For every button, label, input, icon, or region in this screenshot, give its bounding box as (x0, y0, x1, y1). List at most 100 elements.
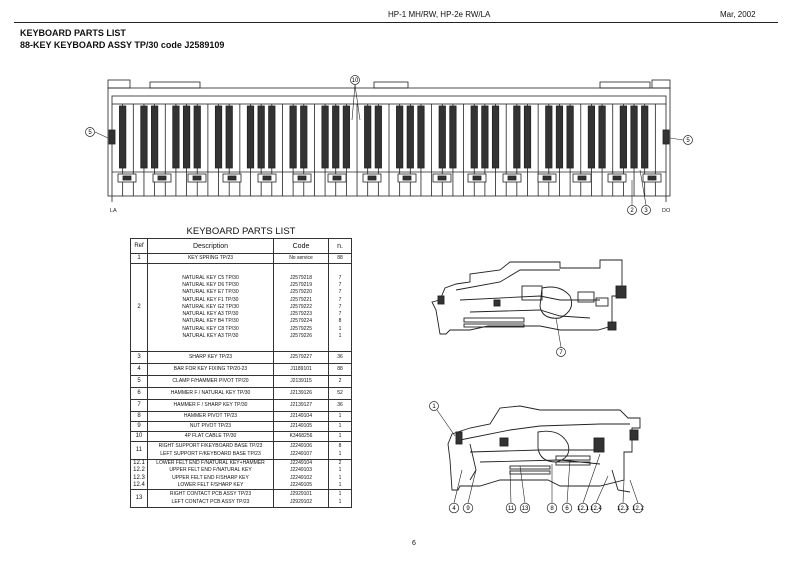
callout-12-4: 12.4 (590, 475, 609, 514)
quantity-cell-line: 1 (338, 491, 342, 498)
callout-12-3-label: 12.3 (617, 506, 629, 512)
code-cell-line: J2249106 (290, 443, 312, 450)
description-cell-line: NATURAL KEY C5 TP/30 (182, 274, 239, 281)
quantity-cell-line: 2 (338, 460, 342, 466)
description-cell-line: NATURAL KEY C8 TP/30 (182, 325, 239, 332)
callout-5-left: 5 (85, 127, 109, 139)
callout-3: 3 (639, 169, 651, 215)
header-rule (14, 22, 778, 23)
quantity-cell-line: 1 (338, 498, 342, 505)
description-cell-line: LEFT CONTACT PCB ASSY TP/23 (171, 498, 250, 505)
keyboard-label-left: LA (110, 208, 117, 214)
code-cell-line: J2579226 (290, 333, 312, 340)
callout-1: 1 (429, 401, 456, 437)
page-number: 6 (412, 540, 416, 547)
description-cell-line: RIGHT CONTACT PCB ASSY TP/23 (169, 491, 252, 498)
code-cell-line: No service (289, 254, 313, 261)
description-cell-line: NUT PIVOT TP/23 (189, 422, 232, 429)
quantity-cell-line: 2 (338, 377, 342, 384)
code-cell-line: K3468256 (289, 432, 313, 439)
ref-cell-line: 2 (137, 303, 141, 310)
header-date: Mar, 2002 (720, 10, 756, 19)
callout-12-3: 12.3 (617, 479, 629, 514)
svg-text:1: 1 (432, 404, 436, 410)
code-cell-line: J2579219 (290, 281, 312, 288)
callout-12-2-label: 12.2 (632, 506, 644, 512)
callout-11-label: 11 (508, 506, 515, 512)
description-cell-line: HAMMER PIVOT TP/23 (183, 412, 238, 419)
ref-cell-line: 10 (135, 432, 143, 439)
callout-6-label: 6 (565, 506, 569, 512)
code-cell-line: J2249105 (290, 481, 312, 488)
callout-8: 8 (546, 464, 558, 514)
quantity-cell-line: 7 (338, 303, 342, 310)
ref-cell-line: 1 (137, 254, 141, 261)
code-cell-line: J2579223 (290, 311, 312, 318)
code-cell-line: J2149105 (290, 422, 312, 429)
quantity-cell-line: 7 (338, 281, 342, 288)
quantity-cell-line: 88 (337, 365, 343, 372)
ref-cell-line: 12.3 (133, 474, 145, 481)
quantity-cell-line: 8 (338, 443, 342, 450)
description-cell-line: RIGHT SUPPORT F/KEYBOARD BASE TP/23 (158, 443, 263, 450)
svg-text:7: 7 (559, 350, 563, 356)
ref-cell-line: 6 (137, 389, 141, 396)
code-cell-line: J2929102 (290, 498, 312, 505)
svg-text:5: 5 (88, 130, 92, 136)
description-cell-line: KEY SPRING TP/23 (187, 254, 234, 261)
description-cell-line: NATURAL KEY D6 TP/30 (182, 281, 239, 288)
quantity-cell-line: 1 (338, 467, 342, 474)
quantity-cell-line: 7 (338, 296, 342, 303)
callout-8-label: 8 (550, 506, 554, 512)
description-cell: LOWER FELT END F/NATURAL KEY+HAMMER UPPER… (147, 458, 274, 491)
description-cell-line: CLAMP F/HAMMER PIVOT TP/20 (172, 377, 249, 384)
code-cell-line: J2249107 (290, 450, 312, 457)
quantity-cell-line: 7 (338, 311, 342, 318)
description-cell-line: NATURAL KEY B4 TP/30 (182, 318, 239, 325)
quantity-cell-line: 1 (338, 333, 342, 340)
quantity-cell-line: 36 (337, 353, 343, 360)
code-cell-line: J2579221 (290, 296, 312, 303)
code-cell-line: J2139115 (290, 377, 312, 384)
keyboard-label-right: DO (662, 208, 671, 214)
quantity-cell-line: 36 (337, 401, 343, 408)
description-cell-line: LEFT SUPPORT F/KEYBOARD BASE TP/23 (160, 450, 261, 457)
ref-cell-line: 12.1 (133, 460, 145, 466)
ref-cell-line: 9 (137, 422, 141, 429)
description-cell-line: LOWER FELT END F/NATURAL KEY+HAMMER (156, 460, 265, 466)
code-cell-line: J1189101 (290, 365, 312, 372)
code-cell-line: J2579218 (290, 274, 312, 281)
quantity-cell-line: 1 (338, 325, 342, 332)
description-cell-line: NATURAL KEY F1 TP/30 (182, 296, 239, 303)
quantity-cell-line: 7 (338, 274, 342, 281)
callout-10: 10 (350, 75, 361, 121)
ref-cell-line: 13 (135, 495, 143, 502)
code-cell-line: J2139126 (290, 389, 312, 396)
callout-2: 2 (627, 180, 637, 215)
callout-13: 13 (519, 465, 531, 514)
callout-11: 11 (505, 469, 517, 514)
quantity-cell-line: 8 (338, 318, 342, 325)
callout-4: 4 (448, 469, 463, 514)
page-title: KEYBOARD PARTS LIST (20, 28, 126, 38)
description-cell-line: NATURAL KEY G2 TP/30 (182, 303, 239, 310)
description-cell-line: UPPER FELT END F/SHARP KEY (172, 474, 249, 481)
callout-9: 9 (462, 469, 477, 514)
code-cell-line: J2929101 (290, 491, 312, 498)
quantity-cell-line: 1 (338, 422, 342, 429)
code-cell-line: J2579224 (290, 318, 312, 325)
ref-cell-line: 4 (137, 365, 141, 372)
svg-text:5: 5 (686, 138, 690, 144)
quantity-cell-line: 1 (338, 481, 342, 488)
page-subtitle: 88-KEY KEYBOARD ASSY TP/30 code J2589109 (20, 40, 225, 50)
ref-cell-line: 7 (137, 401, 141, 408)
callout-12-2: 12.2 (629, 479, 644, 514)
